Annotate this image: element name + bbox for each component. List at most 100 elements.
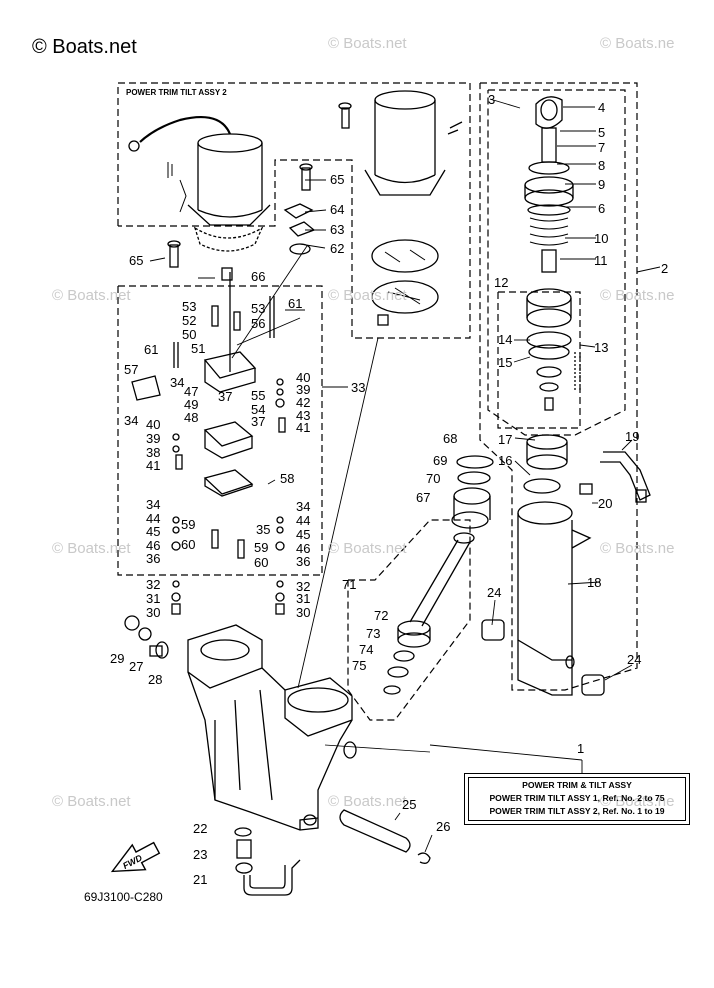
callout: 58 — [280, 471, 295, 486]
callout: 60 — [254, 555, 269, 570]
fwd-arrow-icon: FWD — [110, 841, 161, 873]
callout: 15 — [498, 355, 513, 370]
assy2-title: POWER TRIM TILT ASSY 2 — [126, 88, 227, 97]
callout: 34 — [124, 413, 139, 428]
callout: 13 — [594, 340, 609, 355]
callout: 6 — [598, 201, 606, 216]
callout: 8 — [598, 158, 606, 173]
tilt-bracket — [124, 615, 431, 896]
callout: 40 — [146, 417, 161, 432]
callout: 34 — [296, 499, 311, 514]
callout: 39 — [146, 431, 161, 446]
callout: 53 — [251, 301, 266, 316]
callout: 42 — [296, 395, 311, 410]
cylinder-assy-boundary — [479, 82, 638, 691]
callout: 56 — [251, 316, 266, 331]
callout: 14 — [498, 332, 513, 347]
callout: 24 — [487, 585, 502, 600]
callout: 19 — [625, 429, 640, 444]
callout: 2 — [661, 261, 669, 276]
callout: 7 — [598, 140, 606, 155]
callout: 18 — [587, 575, 602, 590]
callout: 71 — [342, 577, 357, 592]
callout: 47 — [184, 384, 199, 399]
callout: 22 — [193, 821, 208, 836]
callout: 36 — [146, 551, 161, 566]
callout: 36 — [296, 554, 311, 569]
legend-title: POWER TRIM & TILT ASSY — [522, 780, 632, 790]
callout: 41 — [146, 458, 161, 473]
watermark: © Boats.net — [328, 793, 407, 810]
callout: 23 — [193, 847, 208, 862]
callout: 68 — [443, 431, 458, 446]
callout: 10 — [594, 231, 609, 246]
callout: 65 — [330, 172, 345, 187]
callout: 11 — [594, 253, 608, 268]
callout: 54 — [251, 402, 266, 417]
callout: 38 — [146, 445, 161, 460]
callout: 37 — [251, 414, 266, 429]
callout: 26 — [436, 819, 451, 834]
callout: 62 — [330, 241, 345, 256]
callout: 29 — [110, 651, 125, 666]
callout: 17 — [498, 432, 513, 447]
callout: 43 — [296, 408, 311, 423]
trim-motor-left — [128, 116, 271, 252]
watermark: © Boats.ne — [600, 793, 675, 810]
callout: 12 — [494, 275, 509, 290]
legend-box: POWER TRIM & TILT ASSY POWER TRIM TILT A… — [464, 773, 690, 825]
callout: 72 — [374, 608, 389, 623]
callout: 39 — [296, 382, 311, 397]
callout: 44 — [296, 513, 311, 528]
copyright-label: © Boats.net — [32, 36, 137, 58]
piston-rod-parts — [383, 455, 494, 695]
callout: 49 — [184, 397, 199, 412]
watermark: © Boats.ne — [600, 540, 675, 557]
trim-motor-right — [338, 90, 463, 326]
legend-line-2: POWER TRIM TILT ASSY 2, Ref. No. 1 to 19 — [489, 806, 665, 816]
callout: 9 — [598, 177, 606, 192]
legend-line-1: POWER TRIM TILT ASSY 1, Ref. No. 2 to 75 — [489, 793, 665, 803]
callout: 35 — [256, 522, 271, 537]
callout: 61 — [144, 342, 159, 357]
callout: 73 — [366, 626, 381, 641]
leader-lines — [149, 98, 661, 853]
callout: 63 — [330, 222, 345, 237]
legend-inner: POWER TRIM & TILT ASSY POWER TRIM TILT A… — [468, 777, 686, 821]
diagram-code: 69J3100-C280 — [84, 890, 163, 904]
callout: 64 — [330, 202, 345, 217]
callout: 74 — [359, 642, 374, 657]
callout: 34 — [146, 497, 161, 512]
callout: 37 — [218, 389, 233, 404]
watermark: © Boats.net — [52, 287, 131, 304]
callout: 66 — [251, 269, 266, 284]
callout: 67 — [416, 490, 431, 505]
watermark: © Boats.ne — [600, 287, 675, 304]
callout: 30 — [296, 605, 311, 620]
callout: 16 — [498, 453, 513, 468]
callout: 51 — [191, 341, 206, 356]
callout: 44 — [146, 511, 161, 526]
watermark: © Boats.net — [52, 540, 131, 557]
assembly-boundaries — [117, 82, 638, 721]
tilt-cylinder-parts — [481, 96, 651, 696]
callout: 31 — [146, 591, 161, 606]
watermark: © Boats.net — [328, 35, 407, 52]
watermark: © Boats.ne — [600, 35, 675, 52]
watermark: © Boats.net — [328, 540, 407, 557]
callout: 32 — [296, 579, 311, 594]
callout: 45 — [296, 527, 311, 542]
callout: 55 — [251, 388, 266, 403]
piston-subassy-boundary — [497, 291, 581, 429]
valve-block-parts — [131, 163, 316, 615]
callout: 46 — [296, 541, 311, 556]
assy2-boundary — [117, 82, 471, 339]
tilt-ram-boundary — [487, 89, 626, 436]
callout: 52 — [182, 313, 197, 328]
callout: 46 — [146, 538, 161, 553]
callout: 27 — [129, 659, 144, 674]
callout: 57 — [124, 362, 139, 377]
callout: 25 — [402, 797, 417, 812]
valve-block-boundary — [117, 285, 323, 576]
